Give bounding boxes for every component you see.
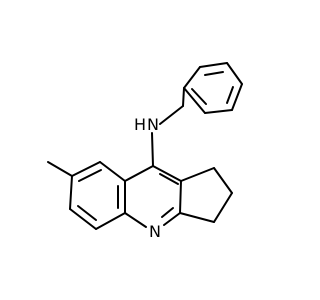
bond — [204, 71, 224, 76]
bond — [161, 207, 174, 218]
bond — [77, 205, 97, 221]
bond — [226, 86, 234, 104]
bond — [226, 62, 243, 85]
bond — [159, 105, 184, 125]
bond — [199, 62, 228, 68]
bond — [151, 132, 154, 167]
bond — [95, 212, 126, 230]
bond — [213, 167, 233, 194]
bond — [99, 161, 126, 182]
cyclopentane-ring — [179, 167, 233, 223]
phenyl-ring — [182, 62, 243, 114]
ring-nitrogen-label: N — [149, 222, 161, 241]
amine-nitrogen-label: N — [147, 115, 159, 134]
bond — [179, 212, 215, 223]
bond — [124, 165, 154, 182]
bond — [180, 167, 215, 182]
bond — [163, 212, 181, 226]
bond — [159, 173, 179, 185]
bond — [183, 66, 201, 89]
bond — [191, 88, 207, 105]
bond — [231, 83, 243, 111]
methyl-bond — [47, 161, 73, 177]
bond — [204, 109, 233, 114]
amine-linkage — [151, 105, 184, 167]
bond — [183, 87, 206, 114]
bond — [213, 192, 233, 223]
bond — [152, 165, 182, 182]
amine-hydrogen-label: H — [134, 115, 146, 134]
molecule-structure-diagram: N H N — [47, 62, 243, 241]
bond — [78, 169, 102, 182]
pyridine-ring — [124, 165, 182, 228]
bond — [179, 180, 182, 214]
benzo-ring — [69, 161, 154, 230]
bond — [124, 212, 147, 228]
bond — [69, 208, 97, 230]
bond — [182, 87, 185, 107]
bond — [69, 175, 73, 210]
bond — [71, 161, 101, 177]
